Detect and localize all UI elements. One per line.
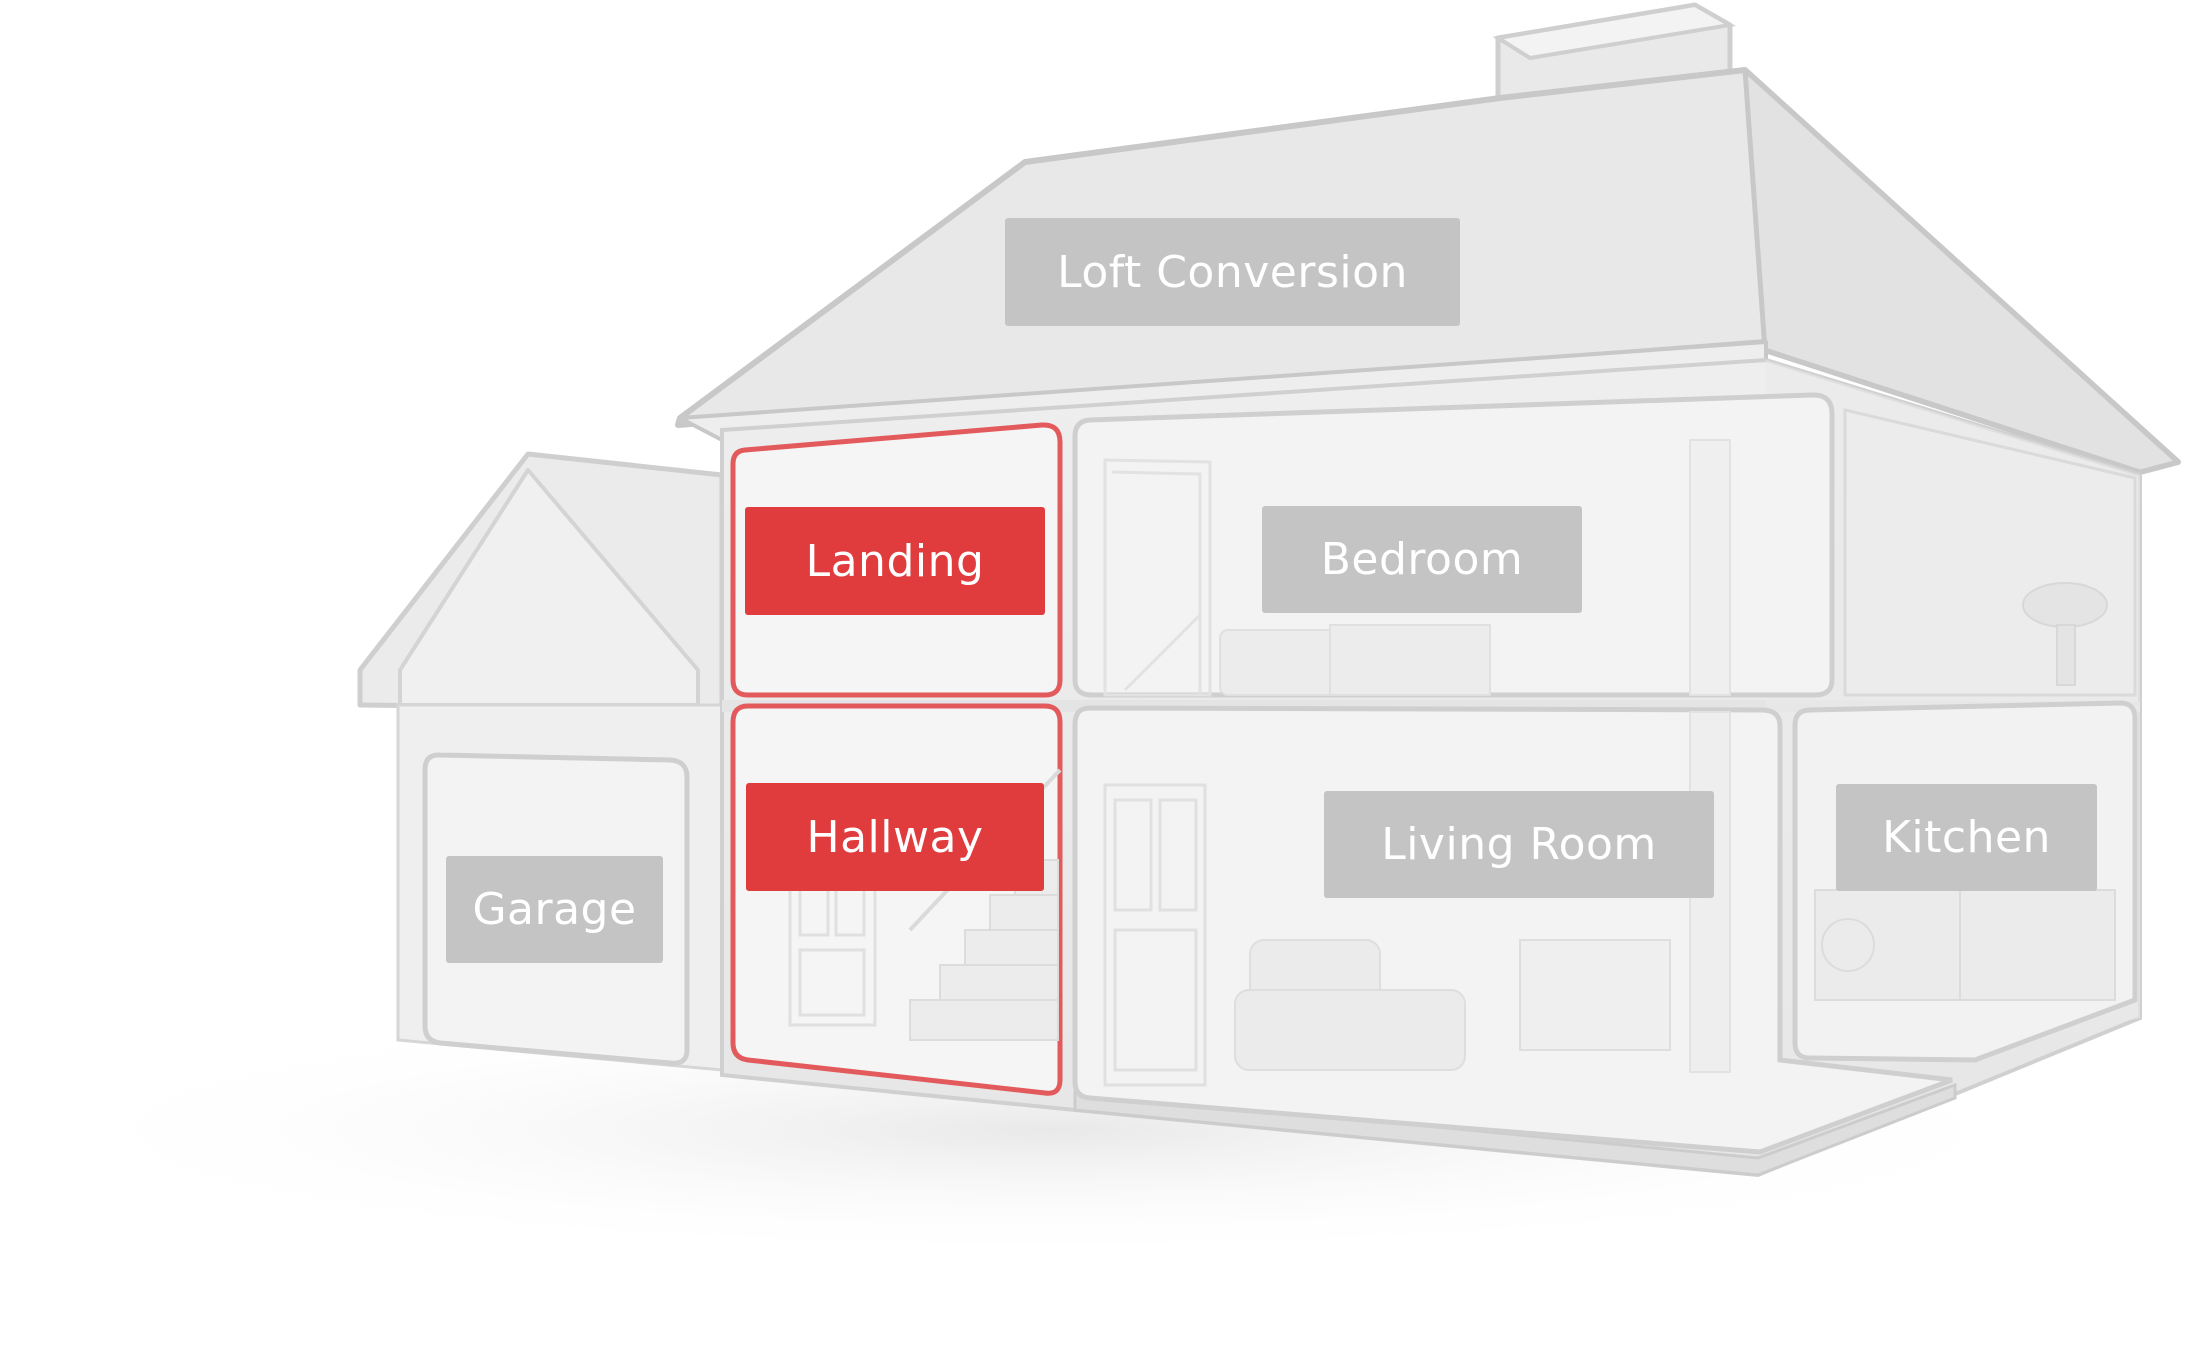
bed	[1219, 624, 1491, 696]
garage-label[interactable]: Garage	[446, 856, 663, 963]
living-room-label[interactable]: Living Room	[1324, 791, 1714, 898]
sink	[2022, 582, 2108, 686]
hallway-label[interactable]: Hallway	[746, 783, 1044, 891]
fireplace	[1519, 939, 1671, 1051]
bedroom-doorway	[1103, 458, 1212, 697]
landing-label[interactable]: Landing	[745, 507, 1045, 615]
sofa	[1234, 939, 1466, 1071]
room-bathroom	[1843, 408, 2137, 697]
staircase	[908, 768, 1062, 1041]
room-hallway[interactable]	[730, 703, 1063, 1096]
kitchen-units	[1814, 889, 2116, 1001]
bedroom-wardrobe	[1689, 439, 1731, 696]
hallway-door	[788, 858, 877, 1027]
loft-conversion-label[interactable]: Loft Conversion	[1005, 218, 1460, 326]
room-living-room[interactable]	[1072, 705, 1953, 1155]
kitchen-label[interactable]: Kitchen	[1836, 784, 2097, 891]
living-room-door	[1103, 783, 1207, 1087]
bedroom-label[interactable]: Bedroom	[1262, 506, 1582, 613]
